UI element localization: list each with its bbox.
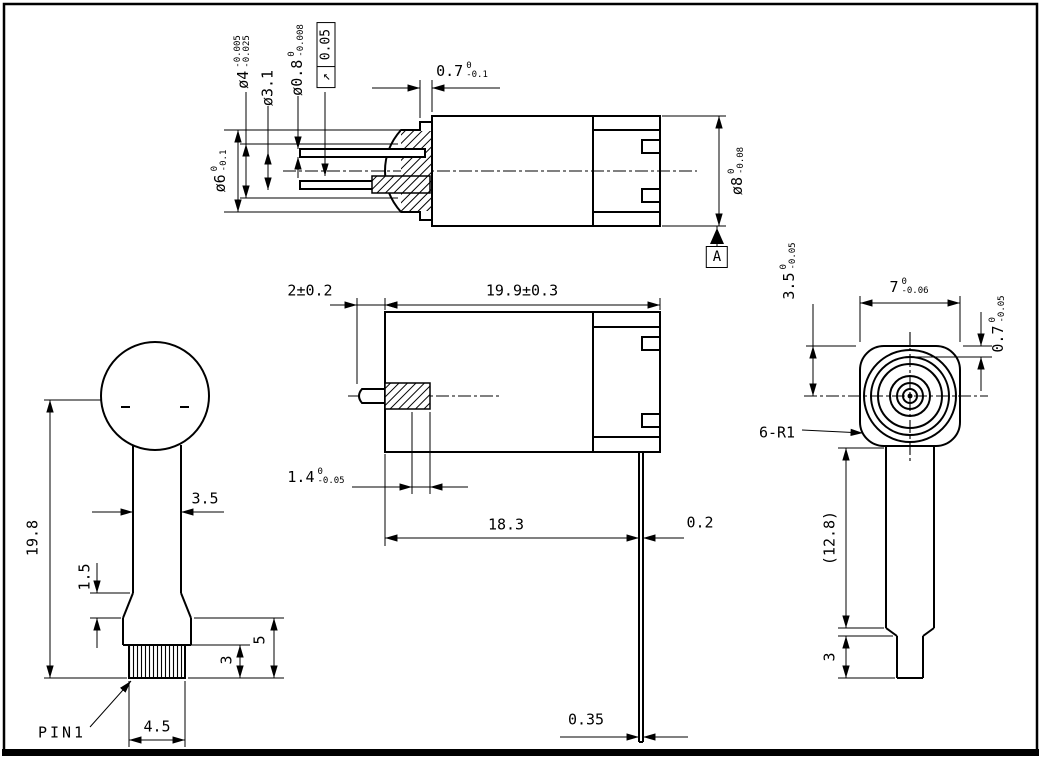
dim-lead-offset-value: 18.3: [487, 515, 525, 534]
dim-knurl-height-value: 3: [217, 655, 236, 665]
dim-tail-height: 3: [820, 652, 839, 662]
dim-stem-length-ref: (12.8): [820, 510, 839, 566]
dim-crimp-length-tolerance: 0-0.05: [318, 468, 345, 486]
dim-overall-length-value: 19.9±0.3: [485, 281, 559, 300]
datum-a-flag: A: [705, 246, 729, 268]
pin1-label-text: PIN1: [37, 723, 87, 742]
dim-dia6-value: ø6: [210, 174, 229, 193]
dim-lead-width: 0.35: [567, 710, 605, 729]
dim-knurl-width-value: 4.5: [143, 717, 171, 736]
dim-base-height-value: 5: [250, 635, 269, 645]
dim-dia8-value: ø8: [727, 177, 746, 196]
dim-dia4-tolerance: -0.005-0.025: [233, 35, 252, 68]
dim-stem-width-value: 3.5: [191, 489, 219, 508]
dim-dia6: ø6 0-0.1: [210, 149, 229, 193]
corner-radius-note-value: 6-R1: [758, 423, 796, 442]
dim-overall-height-value: 19.8: [23, 519, 42, 557]
tol-lower: -0.1: [219, 149, 229, 172]
tol-upper: 0: [901, 277, 907, 287]
tol-lower: -0.08: [736, 146, 746, 175]
dim-knurl-width: 4.5: [143, 717, 171, 736]
dim-dia8: ø8 0-0.08: [727, 146, 746, 196]
dim-lead-width-value: 0.35: [567, 710, 605, 729]
tol-upper: 0: [317, 467, 323, 477]
dim-dia3-1: ø3.1: [258, 69, 277, 107]
dim-half-height: 3.5 0-0.05: [779, 242, 798, 300]
dim-dia8-tolerance: 0-0.08: [727, 146, 746, 175]
feature-control-frame: ↗ 0.05: [316, 21, 336, 89]
dim-body-width-value: 7: [889, 277, 899, 296]
side-view: [330, 298, 688, 743]
tol-lower: -0.008: [296, 24, 306, 57]
dim-body-width-tolerance: 0-0.06: [901, 278, 928, 296]
dim-base-height: 5: [250, 635, 269, 645]
tol-lower: -0.05: [788, 242, 798, 270]
dim-flare-height: 1.5: [75, 563, 94, 591]
tol-lower: -0.05: [997, 295, 1007, 323]
corner-radius-note: 6-R1: [758, 423, 796, 442]
end-view: [801, 296, 992, 679]
dim-dia0-8-value: ø0.8: [287, 59, 306, 96]
dim-tip-protrusion-value: 2±0.2: [287, 281, 333, 300]
dim-dia6-tolerance: 0-0.1: [210, 149, 229, 172]
dim-half-height-value: 3.5: [779, 272, 798, 300]
dim-dia3-1-value: ø3.1: [258, 69, 277, 107]
dim-overall-height: 19.8: [23, 519, 42, 557]
dim-tail-height-value: 3: [820, 652, 839, 662]
dim-lip-tolerance: 0-0.1: [466, 62, 488, 80]
tol-lower: -0.025: [242, 35, 252, 68]
dim-tip-protrusion: 2±0.2: [287, 281, 333, 300]
pin1-label: PIN1: [37, 723, 87, 742]
section-view: [224, 80, 726, 246]
tol-lower: -0.05: [317, 476, 345, 486]
tol-lower: -0.1: [466, 70, 488, 80]
dim-flare-height-value: 1.5: [75, 563, 94, 591]
sheet-frame: [2, 2, 1039, 756]
tol-lower: -0.06: [901, 286, 929, 296]
dim-dia4-value: ø4: [233, 70, 252, 89]
dim-step-tolerance: 0-0.05: [988, 295, 1007, 323]
runout-value: 0.05: [318, 28, 334, 61]
dim-half-height-tolerance: 0-0.05: [779, 242, 798, 270]
dim-dia0-8-tolerance: 0-0.008: [287, 24, 306, 57]
dim-dia4: ø4 -0.005-0.025: [233, 35, 252, 89]
dim-lead-offset: 18.3: [487, 515, 525, 534]
tol-upper: 0: [466, 61, 472, 71]
dim-dia0-8: ø0.8 0-0.008: [287, 24, 306, 96]
dim-lead-thickness: 0.2: [686, 513, 714, 532]
dim-lip-value: 0.7: [436, 61, 464, 80]
datum-a-label: A: [712, 249, 722, 265]
dim-stem-length-ref-value: (12.8): [820, 510, 839, 566]
dim-knurl-height: 3: [217, 655, 236, 665]
dim-crimp-length-value: 1.4: [287, 467, 315, 486]
dim-stem-width: 3.5: [191, 489, 219, 508]
dim-step: 0.7 0-0.05: [988, 295, 1007, 353]
front-view: [44, 341, 284, 747]
dim-step-value: 0.7: [988, 325, 1007, 353]
dim-lead-thickness-value: 0.2: [686, 513, 714, 532]
dim-overall-length: 19.9±0.3: [485, 281, 559, 300]
runout-symbol-icon: ↗: [317, 66, 335, 88]
